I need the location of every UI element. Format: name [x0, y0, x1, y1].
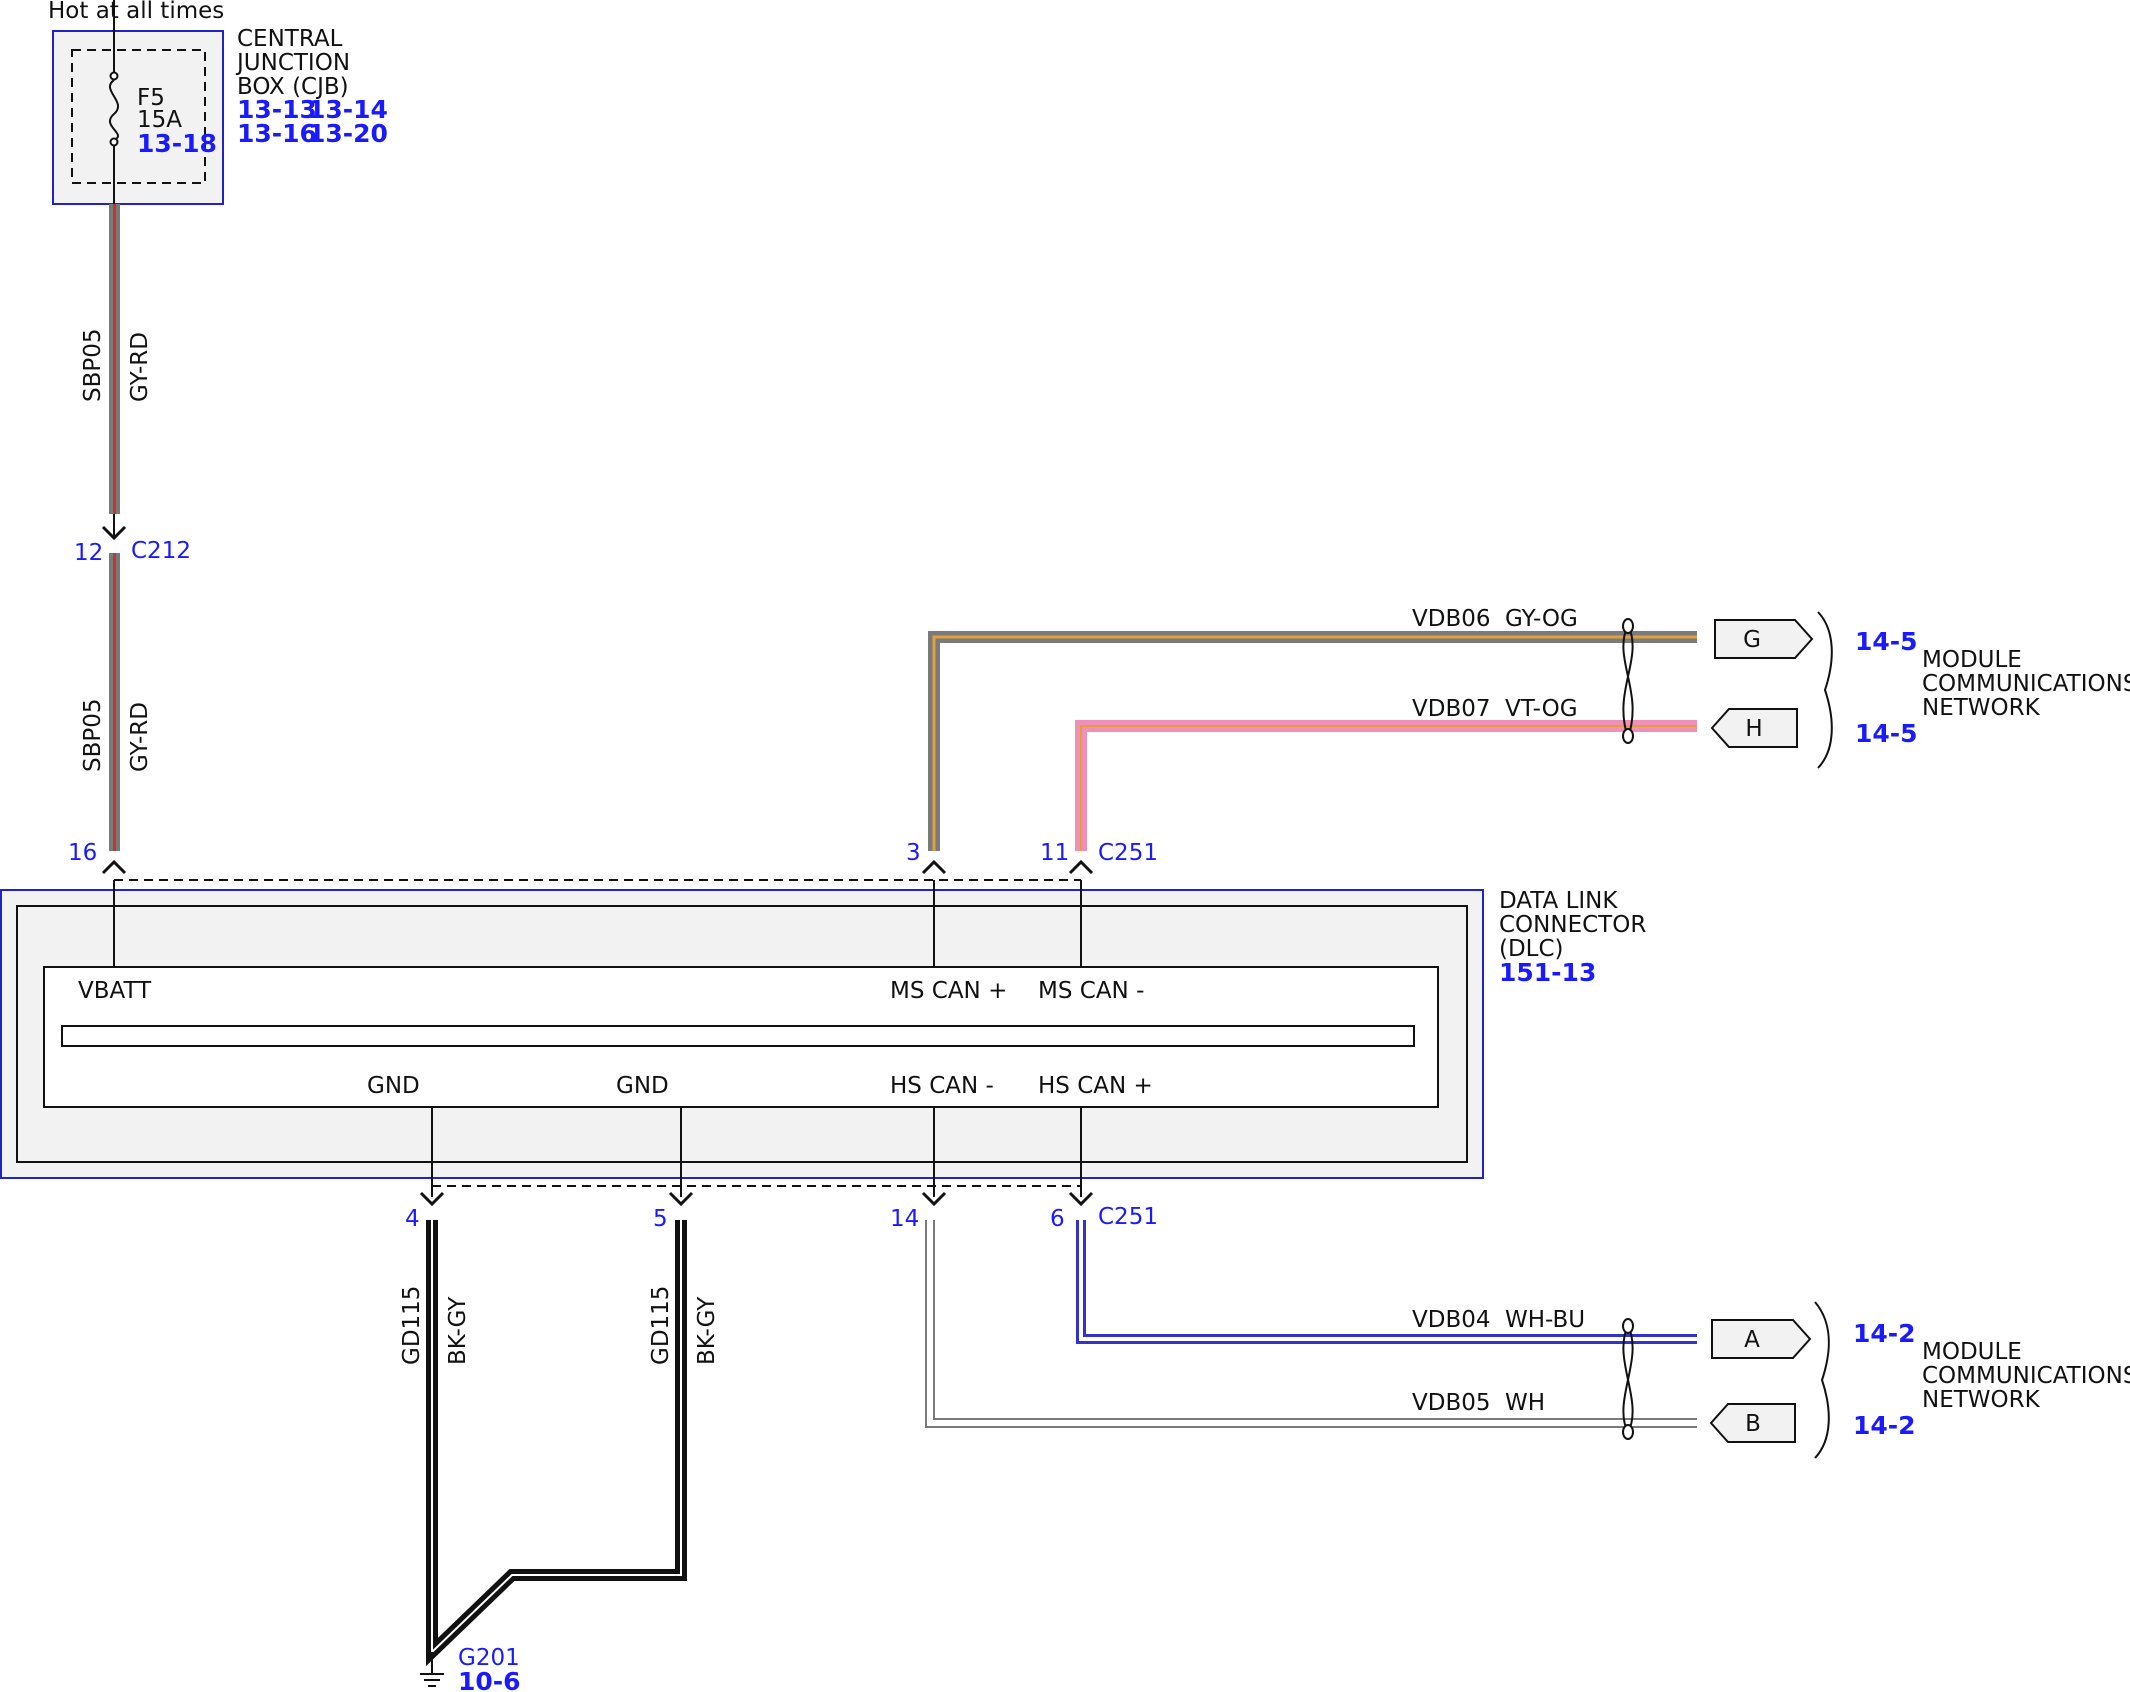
dlc-pin-ms-can-plus: MS CAN + — [890, 978, 1007, 1004]
sbp05-lower-circuit: SBP05 — [80, 698, 106, 772]
central-junction-box — [52, 0, 224, 205]
upper-network-line-3: NETWORK — [1922, 695, 2041, 721]
sbp05-upper-circuit: SBP05 — [80, 328, 106, 402]
gd115-b-circuit: GD115 — [648, 1286, 674, 1365]
twisted-pair-icon-lower — [1622, 1318, 1634, 1440]
cjb-ref-4[interactable]: 13-20 — [308, 119, 388, 148]
c251-top-pin-16: 16 — [68, 840, 97, 866]
hot-at-all-times-label: Hot at all times — [48, 0, 224, 24]
dlc-pin-hs-can-minus: HS CAN - — [890, 1073, 994, 1099]
upper-network-line-1: MODULE — [1922, 647, 2022, 673]
ground-name[interactable]: G201 — [458, 1645, 520, 1671]
c251-bottom-pin-4: 4 — [405, 1206, 420, 1232]
cjb-ref-1[interactable]: 13-13 — [237, 95, 317, 124]
fuse-ref[interactable]: 13-18 — [137, 129, 217, 158]
dlc-pin-hs-can-plus: HS CAN + — [1038, 1073, 1153, 1099]
vdb05-circuit: VDB05 — [1412, 1390, 1491, 1416]
c251-top-pin-3: 3 — [906, 840, 921, 866]
upper-ref-2[interactable]: 14-5 — [1855, 719, 1918, 748]
gd115-a-color: BK-GY — [445, 1296, 471, 1365]
vdb04-circuit: VDB04 — [1412, 1307, 1491, 1333]
wire-sbp05-upper — [109, 204, 120, 514]
ground-ref[interactable]: 10-6 — [458, 1667, 521, 1692]
sbp05-upper-color: GY-RD — [127, 332, 153, 402]
wire-gd115 — [426, 1220, 687, 1667]
lower-ref-1[interactable]: 14-2 — [1853, 1319, 1916, 1348]
dlc-pin-vbatt: VBATT — [78, 978, 152, 1004]
fuse-rating: 15A — [137, 107, 182, 133]
ground-icon — [420, 1652, 444, 1687]
lower-network-line-2: COMMUNICATIONS — [1922, 1363, 2130, 1389]
cjb-ref-3[interactable]: 13-16 — [237, 119, 317, 148]
wire-vdb07 — [1075, 720, 1697, 851]
cjb-ref-2[interactable]: 13-14 — [308, 95, 388, 124]
dlc-name-line-3: (DLC) — [1499, 936, 1564, 962]
tag-b[interactable] — [1709, 1403, 1796, 1443]
tag-h[interactable] — [1710, 708, 1798, 748]
tag-g-label: G — [1743, 627, 1761, 653]
tag-h-label: H — [1745, 716, 1762, 742]
dlc-pin-gnd-1: GND — [367, 1073, 420, 1099]
twisted-pair-icon-upper — [1622, 618, 1634, 744]
c251-top-pin-icons — [101, 859, 1094, 875]
dlc-pin-ms-can-minus: MS CAN - — [1038, 978, 1144, 1004]
brace-lower — [1814, 1301, 1830, 1459]
c212-connector-icon — [101, 514, 127, 541]
upper-network-line-2: COMMUNICATIONS — [1922, 671, 2130, 697]
wire-sbp05-lower — [109, 553, 120, 851]
wire-vdb04 — [1076, 1220, 1697, 1344]
c251-bottom-name[interactable]: C251 — [1098, 1204, 1158, 1230]
lower-network-line-3: NETWORK — [1922, 1387, 2041, 1413]
dlc-name-line-1: DATA LINK — [1499, 888, 1618, 914]
vdb06-color: GY-OG — [1505, 606, 1578, 632]
cjb-name-line-1: CENTRAL — [237, 26, 343, 52]
lower-network-line-1: MODULE — [1922, 1339, 2022, 1365]
dlc-ref[interactable]: 151-13 — [1499, 958, 1596, 987]
c212-name[interactable]: C212 — [131, 538, 191, 564]
tag-b-label: B — [1745, 1411, 1761, 1437]
fuse-icon — [108, 79, 120, 141]
tag-a-label: A — [1744, 1327, 1760, 1353]
fuse-name: F5 — [137, 85, 165, 111]
wire-vdb05 — [925, 1220, 1697, 1428]
lower-ref-2[interactable]: 14-2 — [1853, 1411, 1916, 1440]
vdb05-color: WH — [1505, 1390, 1545, 1416]
gd115-b-color: BK-GY — [694, 1296, 720, 1365]
vdb06-circuit: VDB06 — [1412, 606, 1491, 632]
dlc-name-line-2: CONNECTOR — [1499, 912, 1646, 938]
c251-bottom-pin-5: 5 — [653, 1206, 668, 1232]
c212-pin: 12 — [74, 540, 103, 566]
c251-bottom-pin-14: 14 — [890, 1206, 919, 1232]
wire-vdb06 — [928, 631, 1697, 851]
c251-top-name[interactable]: C251 — [1098, 840, 1158, 866]
cjb-name-line-2: JUNCTION — [235, 50, 350, 76]
dlc-pin-gnd-2: GND — [616, 1073, 669, 1099]
vdb07-color: VT-OG — [1505, 696, 1578, 722]
upper-ref-1[interactable]: 14-5 — [1855, 627, 1918, 656]
c251-bottom-pin-6: 6 — [1050, 1206, 1065, 1232]
tag-a[interactable] — [1711, 1319, 1812, 1359]
brace-upper — [1817, 611, 1833, 769]
cjb-name-line-3: BOX (CJB) — [237, 74, 349, 100]
gd115-a-circuit: GD115 — [399, 1286, 425, 1365]
c251-top-pin-11: 11 — [1040, 840, 1069, 866]
tag-g[interactable] — [1714, 619, 1814, 659]
c251-bottom-pin-icons — [419, 1191, 1094, 1207]
vdb04-color: WH-BU — [1505, 1307, 1585, 1333]
vdb07-circuit: VDB07 — [1412, 696, 1491, 722]
data-link-connector — [0, 880, 1484, 1197]
sbp05-lower-color: GY-RD — [127, 702, 153, 772]
